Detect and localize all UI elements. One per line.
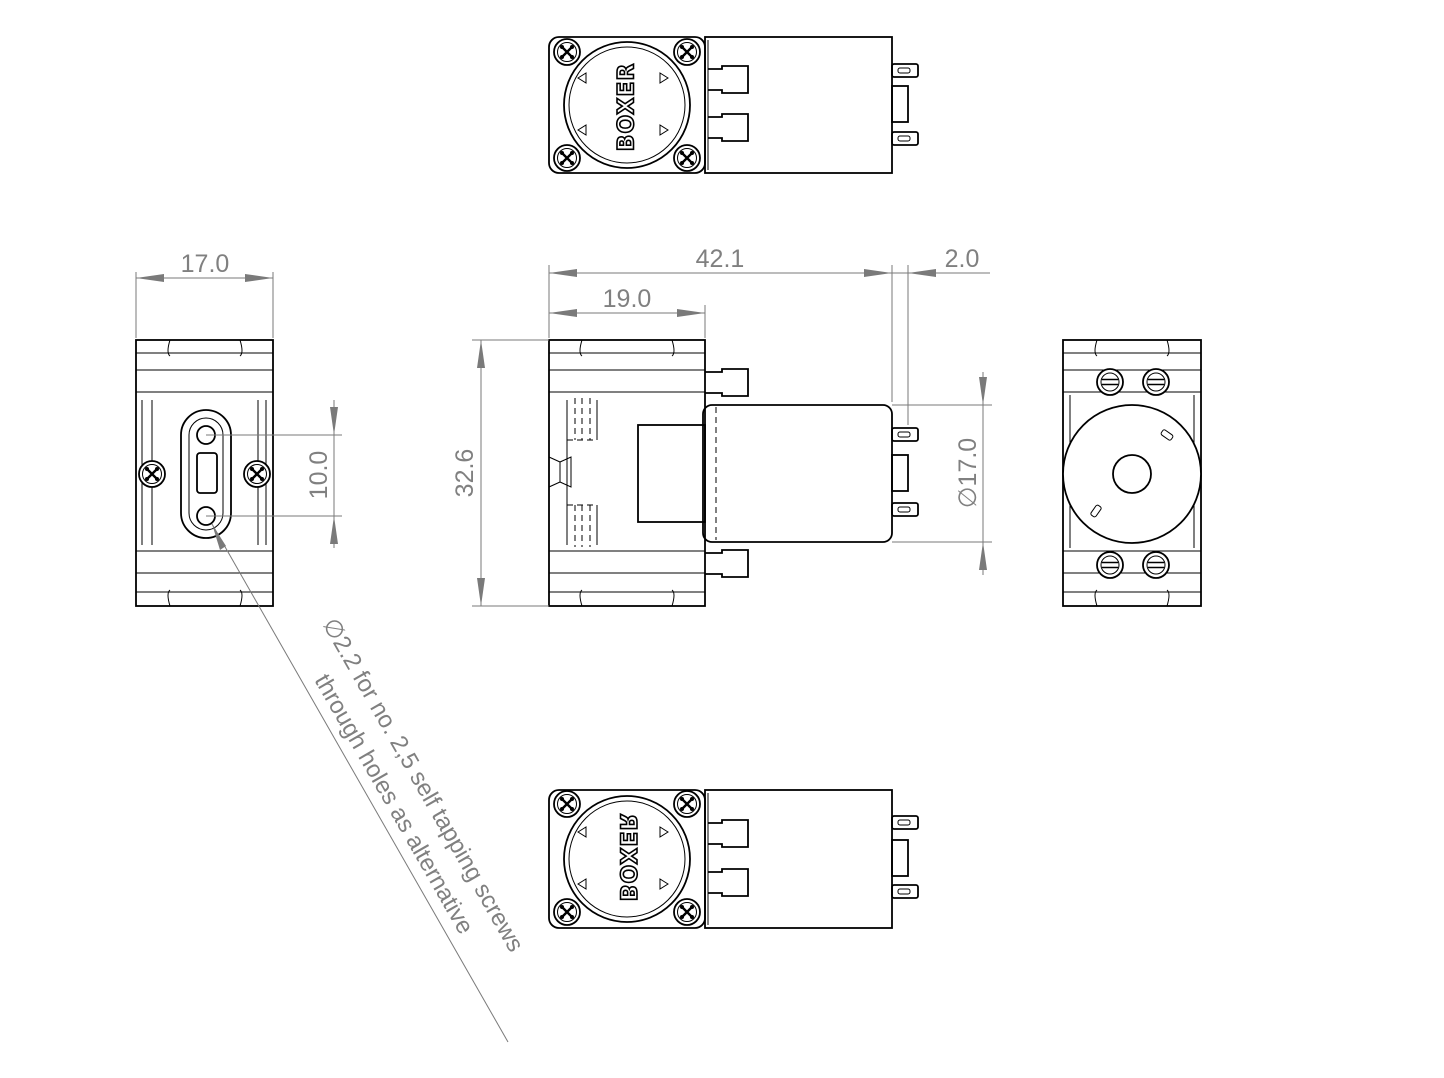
dimension-motor-diameter: ∅17.0 <box>892 372 992 575</box>
motor-body <box>702 404 893 543</box>
screw-icon <box>672 789 702 819</box>
pump-diaphragm <box>563 41 691 169</box>
front-view <box>548 339 919 607</box>
screw-icon <box>552 37 582 67</box>
screw-icon <box>672 897 702 927</box>
brand-label-bottom: BOXER <box>615 813 640 902</box>
screw-icon <box>1096 551 1124 579</box>
dimension-hole-spacing: 10.0 <box>206 400 342 548</box>
screw-icon <box>242 459 272 489</box>
screw-icon <box>1096 368 1124 396</box>
svg-text:17.0: 17.0 <box>181 250 230 278</box>
side-view-left <box>135 339 274 607</box>
dimension-height: 32.6 <box>451 339 549 607</box>
svg-text:2.0: 2.0 <box>945 245 980 273</box>
screw-icon <box>552 897 582 927</box>
bottom-view: BOXER <box>548 789 919 929</box>
svg-text:19.0: 19.0 <box>603 285 652 313</box>
dimension-side-width: 17.0 <box>135 250 274 338</box>
note-line-1: ∅2.2 for no. 2,5 self tapping screws <box>317 614 529 957</box>
dimension-total-length: 42.1 <box>548 245 893 402</box>
brand-label-top: BOXER <box>615 63 640 152</box>
screw-icon <box>1142 368 1170 396</box>
top-view: BOXER <box>548 36 919 174</box>
screw-icon <box>672 143 702 173</box>
mounting-plate <box>180 409 232 539</box>
svg-text:∅17.0: ∅17.0 <box>954 438 982 508</box>
side-view-right <box>1062 339 1202 607</box>
dimension-head-length: 19.0 <box>549 285 706 338</box>
svg-text:32.6: 32.6 <box>451 449 479 498</box>
screw-icon <box>137 459 167 489</box>
screw-icon <box>552 789 582 819</box>
screw-icon <box>672 37 702 67</box>
dimension-terminal-length: 2.0 <box>892 245 990 425</box>
screw-icon <box>552 143 582 173</box>
motor-end-cap <box>1062 404 1202 544</box>
svg-text:42.1: 42.1 <box>696 245 745 273</box>
screw-icon <box>1142 551 1170 579</box>
svg-text:10.0: 10.0 <box>305 451 333 500</box>
